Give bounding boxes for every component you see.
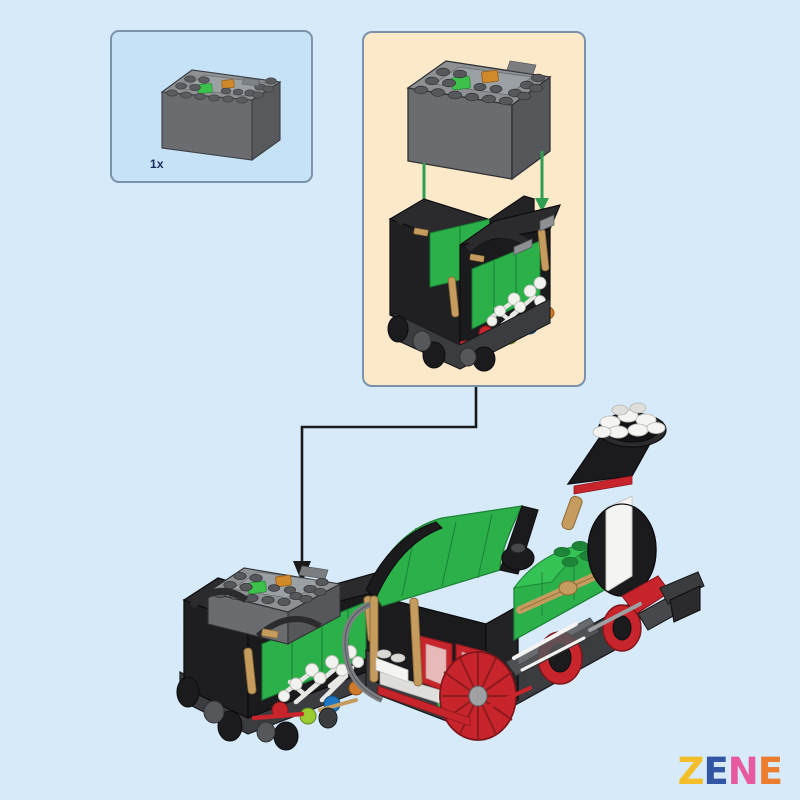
watermark-letter-e1: E <box>703 750 728 793</box>
step-illustration <box>387 60 562 372</box>
tender-car <box>176 565 388 751</box>
parts-quantity-label: 1x <box>150 157 164 171</box>
battery-box-part-illustration <box>140 48 292 166</box>
parts-callout-box: 1x <box>110 30 313 183</box>
christmas-steam-locomotive-model <box>170 400 710 770</box>
driving-wheel-large <box>439 651 517 741</box>
watermark-letter-n: N <box>727 750 759 793</box>
watermark-letter-e2: E <box>757 750 783 793</box>
zene-watermark: ZENE <box>677 750 783 793</box>
step-tender-car <box>387 195 562 372</box>
step-battery-box <box>406 60 552 181</box>
smokestack <box>566 402 667 495</box>
locomotive <box>342 402 705 741</box>
watermark-letter-z: Z <box>677 750 705 793</box>
placement-arrow-right <box>535 151 549 212</box>
assembly-step-panel <box>362 31 586 387</box>
